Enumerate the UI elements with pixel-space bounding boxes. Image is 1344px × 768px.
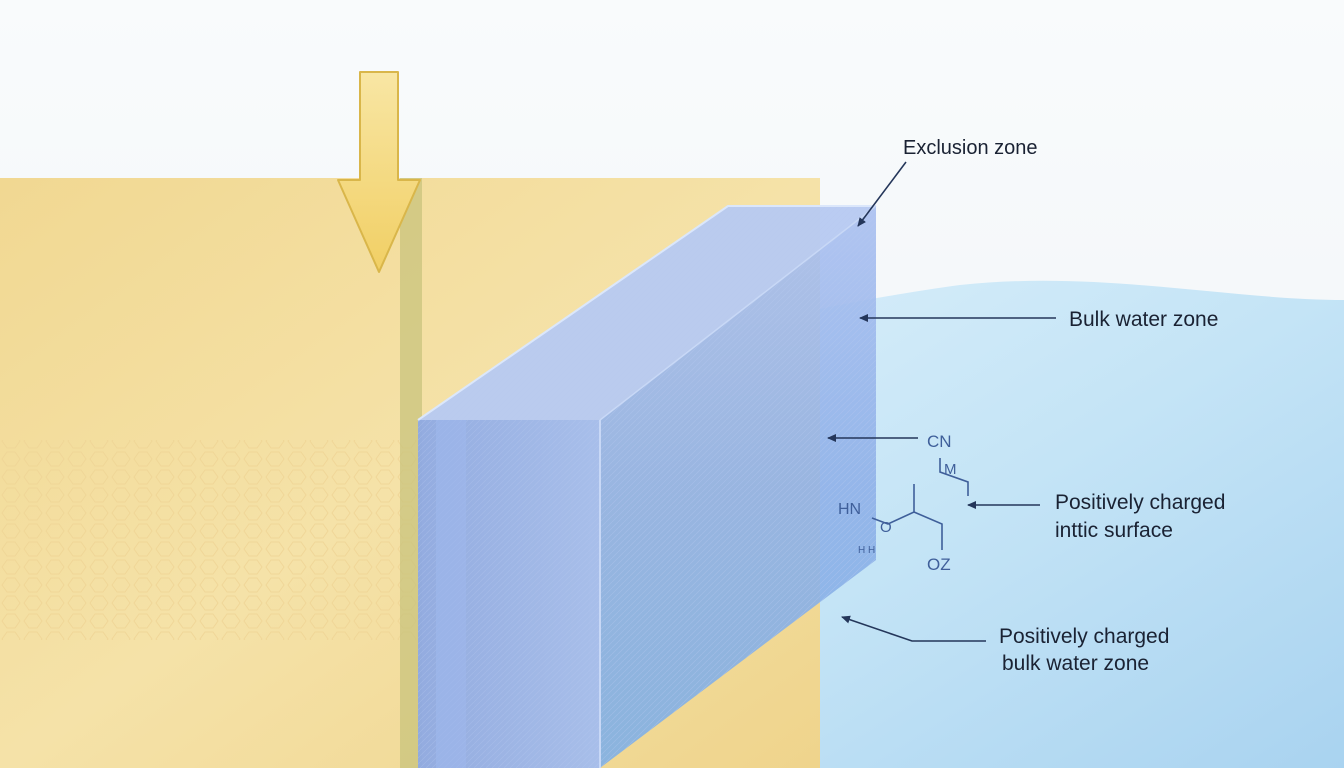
positive-surface-label-line2: inttic surface [1055, 519, 1173, 542]
material-porous-texture [0, 440, 420, 640]
molecule-oz-label: OZ [927, 555, 951, 574]
exclusion-zone-label: Exclusion zone [903, 137, 1038, 159]
molecule-hn-label: HN [838, 501, 861, 518]
molecule-o-label: O [880, 519, 892, 536]
bulk-water-zone-label: Bulk water zone [1069, 308, 1218, 331]
label-arrows [827, 161, 1056, 642]
positive-bulk-label-line2: bulk water zone [1002, 652, 1149, 675]
positive-surface-label-line1: Positively charged [1055, 491, 1225, 514]
material-block-edge [400, 178, 422, 768]
molecule-structure: CN M HN O OZ H H [838, 432, 969, 574]
positive-bulk-label-line1: Positively charged [999, 625, 1169, 648]
exclusion-zone-pointer [857, 161, 907, 227]
molecule-h-subscript-label: H H [858, 545, 875, 556]
molecule-m-label: M [944, 461, 957, 478]
incident-arrow-icon [337, 71, 421, 273]
exclusion-zone-slab [417, 205, 877, 768]
positive-bulk-pointer [841, 615, 986, 642]
molecule-cn-label: CN [927, 432, 952, 451]
